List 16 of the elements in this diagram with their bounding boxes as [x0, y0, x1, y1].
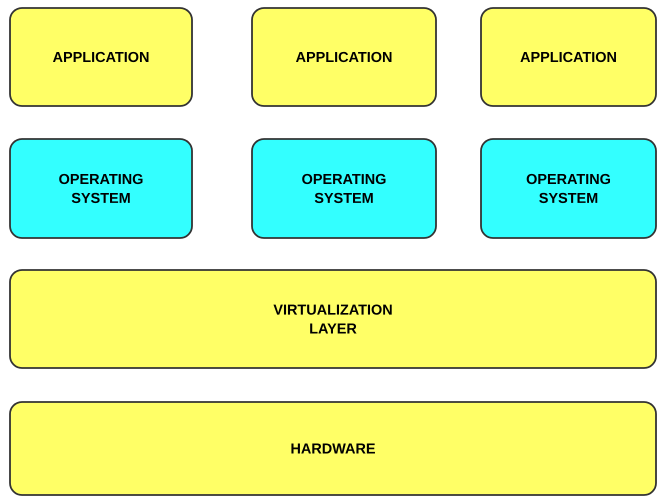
node-label: OPERATING SYSTEM: [59, 174, 143, 204]
operating-system-box: [9, 138, 193, 239]
node-label: HARDWARE: [291, 444, 375, 454]
node-label: OPERATING SYSTEM: [302, 174, 386, 204]
application-box: [9, 7, 193, 107]
node-label: VIRTUALIZATION LAYER: [273, 304, 392, 334]
operating-system-box: [480, 138, 657, 239]
node-label: APPLICATION: [520, 52, 616, 62]
operating-system-box: [251, 138, 437, 239]
node-label: APPLICATION: [296, 52, 392, 62]
layer-box: [9, 269, 657, 369]
application-box: [251, 7, 437, 107]
layer-box: [9, 401, 657, 496]
node-label: APPLICATION: [52, 52, 148, 62]
application-box: [480, 7, 657, 107]
node-label: OPERATING SYSTEM: [526, 174, 610, 204]
